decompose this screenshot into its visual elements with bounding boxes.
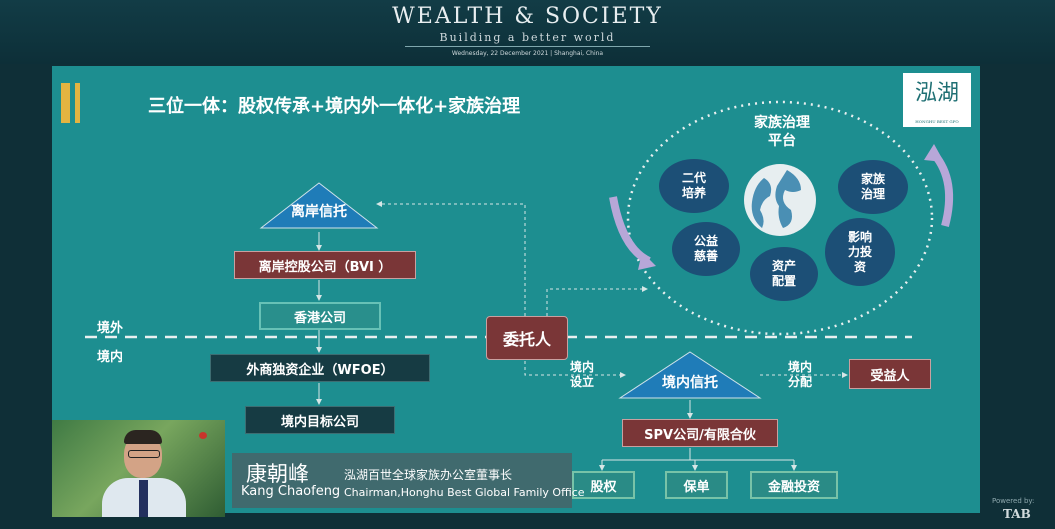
platform-title: 家族治理 平台 bbox=[740, 114, 824, 150]
onshore-label: 境内 bbox=[97, 350, 124, 365]
ladybug-icon bbox=[199, 432, 207, 439]
brand-subtitle: Building a better world bbox=[439, 31, 616, 44]
tab-logo: TAB bbox=[1003, 507, 1031, 521]
domestic-trust-label: 境内信托 bbox=[662, 375, 718, 391]
platform-item-line: 家族 bbox=[860, 172, 885, 186]
logo-caption: HONGHU BEST GFO bbox=[915, 119, 959, 124]
settlor-box: 委托人 bbox=[486, 316, 568, 360]
accent-bars bbox=[61, 83, 85, 123]
domestic-target-box: 境内目标公司 bbox=[245, 406, 395, 434]
settlor-label: 委托人 bbox=[502, 330, 551, 349]
platform-item-line: 配置 bbox=[771, 274, 796, 288]
platform-item-line: 资产 bbox=[771, 259, 796, 273]
speaker-hair bbox=[124, 430, 162, 444]
accent-bar bbox=[75, 83, 80, 123]
wfoe-label: 外商独资企业（WFOE） bbox=[246, 362, 394, 378]
asset-box-policy: 保单 bbox=[665, 471, 728, 499]
domestic-setup-line: 设立 bbox=[570, 375, 595, 389]
speaker-video bbox=[52, 420, 225, 517]
speaker-name-en: Kang Chaofeng bbox=[241, 484, 341, 499]
hk-company-label: 香港公司 bbox=[293, 310, 346, 326]
diagram-connectors bbox=[85, 100, 954, 471]
wfoe-box: 外商独资企业（WFOE） bbox=[210, 354, 430, 382]
speaker-title-cn: 泓湖百世全球家族办公室董事长 bbox=[344, 468, 513, 482]
platform-item-asset-allocation: 资产配置 bbox=[750, 247, 818, 301]
asset-box-investment: 金融投资 bbox=[750, 471, 838, 499]
platform-title-line: 平台 bbox=[768, 133, 796, 149]
accent-bar bbox=[61, 83, 70, 123]
speaker-tie bbox=[139, 480, 148, 517]
domestic-target-label: 境内目标公司 bbox=[280, 414, 359, 430]
brand-divider bbox=[405, 46, 650, 47]
platform-item-line: 培养 bbox=[681, 186, 706, 200]
spv-box: SPV公司/有限合伙 bbox=[622, 419, 778, 447]
offshore-trust-triangle bbox=[259, 182, 379, 229]
beneficiary-box: 受益人 bbox=[849, 359, 931, 389]
asset-label: 股权 bbox=[590, 479, 617, 495]
platform-item-line: 慈善 bbox=[693, 249, 718, 263]
curved-arrow-right bbox=[930, 151, 954, 228]
honghu-logo: 泓湖 HONGHU BEST GFO bbox=[903, 73, 971, 127]
platform-item-line: 治理 bbox=[860, 187, 885, 201]
domestic-distribution-line: 分配 bbox=[788, 375, 813, 389]
speaker-glasses bbox=[128, 450, 160, 458]
domestic-setup-line: 境内 bbox=[570, 360, 595, 374]
platform-item-line: 力投 bbox=[847, 244, 872, 259]
bvi-company-box: 离岸控股公司（BVI ） bbox=[234, 251, 416, 279]
event-header: WEALTH & SOCIETY Building a better world… bbox=[0, 0, 1055, 64]
platform-ellipse bbox=[626, 100, 934, 336]
speaker-name-cn: 康朝峰 bbox=[246, 462, 309, 486]
platform-item-impact-investing: 影响力投资 bbox=[825, 218, 895, 286]
platform-item-line: 公益 bbox=[693, 234, 718, 248]
platform-item-governance: 家族治理 bbox=[838, 160, 908, 214]
arrow-head-right bbox=[924, 144, 944, 162]
platform-title-line: 家族治理 bbox=[754, 115, 810, 131]
platform-item-charity: 公益慈善 bbox=[672, 222, 740, 276]
asset-label: 保单 bbox=[683, 479, 710, 495]
speaker-nameplate: 康朝峰 Kang Chaofeng 泓湖百世全球家族办公室董事长 Chairma… bbox=[232, 453, 585, 508]
hk-company-box: 香港公司 bbox=[259, 302, 381, 330]
logo-text: 泓湖 bbox=[914, 81, 959, 106]
domestic-distribution-line: 境内 bbox=[788, 360, 813, 374]
domestic-trust-triangle bbox=[618, 351, 762, 399]
offshore-label: 境外 bbox=[97, 321, 124, 336]
brand-date: Wednesday, 22 December 2021 | Shanghai, … bbox=[451, 50, 604, 57]
platform-item-line: 影响 bbox=[847, 229, 872, 244]
platform-item-line: 二代 bbox=[681, 171, 706, 185]
speaker-title-en: Chairman,Honghu Best Global Family Offic… bbox=[344, 486, 585, 499]
spv-label: SPV公司/有限合伙 bbox=[644, 427, 756, 443]
domestic-distribution-label: 境内 分配 bbox=[788, 360, 812, 390]
domestic-setup-label: 境内 设立 bbox=[570, 360, 594, 390]
bvi-company-label: 离岸控股公司（BVI ） bbox=[258, 259, 392, 275]
arrow-head-left bbox=[638, 252, 656, 270]
offshore-trust-label: 离岸信托 bbox=[291, 204, 347, 220]
asset-box-equity: 股权 bbox=[572, 471, 635, 499]
slide-title: 三位一体：股权传承+境内外一体化+家族治理 bbox=[148, 96, 521, 117]
platform-item-next-gen: 二代培养 bbox=[659, 159, 729, 213]
powered-by-label: Powered by: bbox=[992, 497, 1035, 505]
platform-item-line: 资 bbox=[853, 259, 866, 274]
beneficiary-label: 受益人 bbox=[870, 368, 910, 384]
asset-label: 金融投资 bbox=[767, 479, 820, 495]
brand-title: WEALTH & SOCIETY bbox=[392, 4, 663, 29]
curved-arrow-left bbox=[609, 196, 651, 265]
